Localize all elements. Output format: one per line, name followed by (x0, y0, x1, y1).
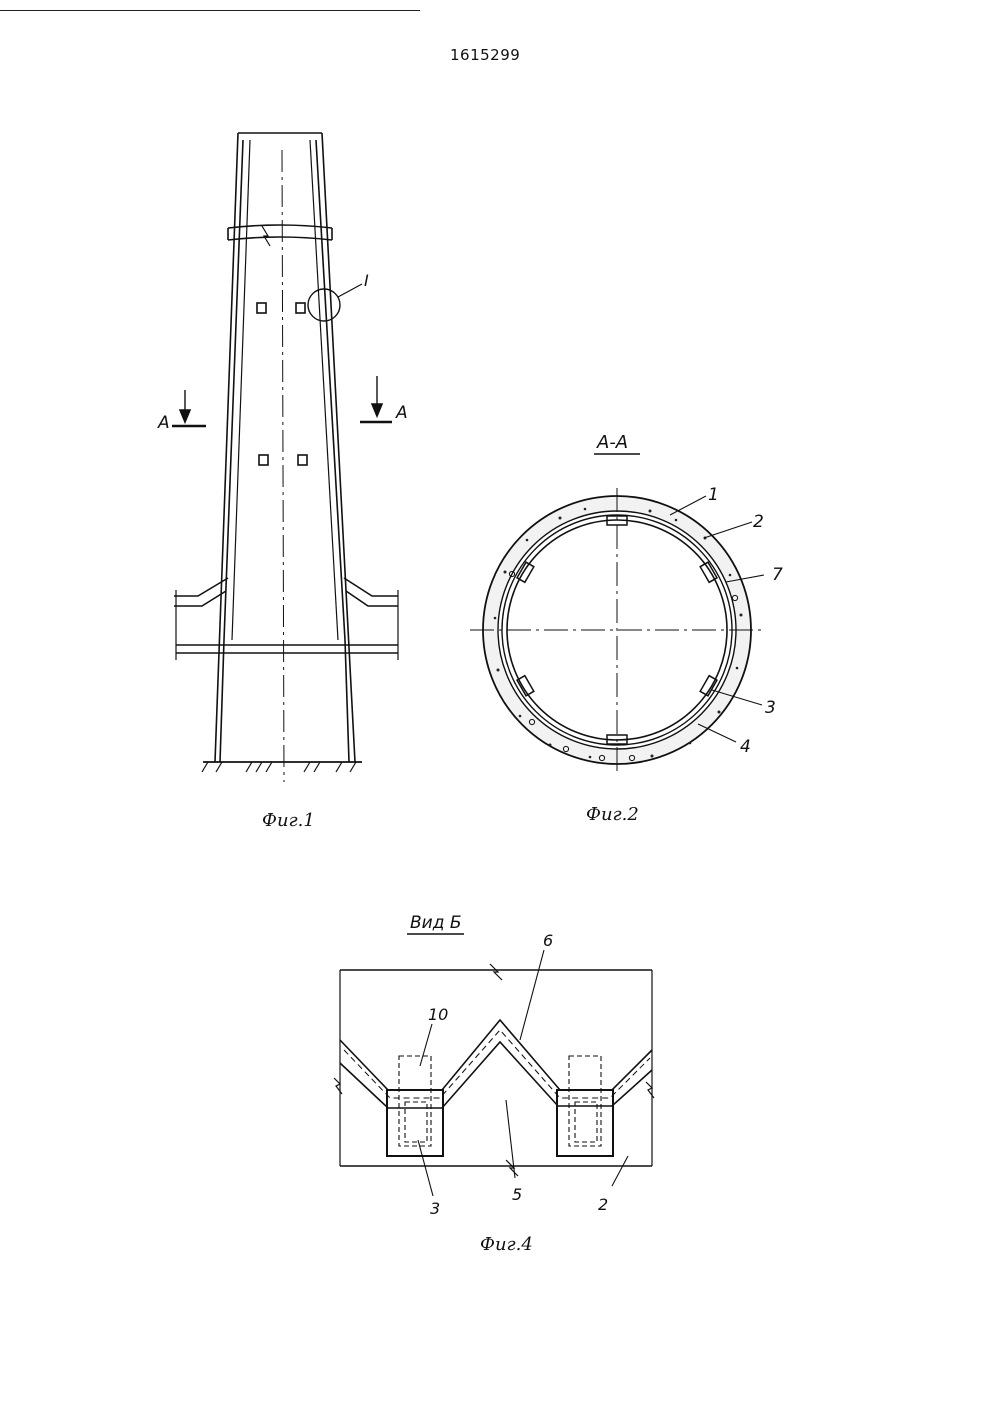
fig1-opening (295, 302, 306, 314)
fig2-anchor (516, 674, 535, 697)
fig4-break-right (645, 1081, 655, 1099)
fig1-section-label-right: A (395, 403, 408, 423)
fig2-caption: Фиг.2 (586, 804, 639, 825)
fig2-title: A-A (596, 432, 628, 453)
fig1-arrowhead-right (370, 403, 384, 419)
fig1-right-wall-inner (315, 139, 346, 641)
fig2-callout-1: 1 (708, 485, 719, 505)
patent-number: 1615299 (450, 46, 521, 64)
fig2-anchor (606, 515, 628, 526)
fig4-callout-5: 5 (512, 1185, 522, 1204)
fig4-callout-10: 10 (428, 1005, 448, 1024)
fig1-left-lower-wall (219, 639, 225, 763)
fig2-callout-3: 3 (765, 698, 776, 718)
fig1-break-zigzag (261, 225, 271, 247)
fig1-break-line-top (227, 224, 333, 229)
fig1-left-wall-inner (223, 139, 244, 641)
fig1-opening (258, 454, 269, 466)
fig4-callout-2: 2 (598, 1195, 608, 1214)
fig2-callout-2: 2 (753, 512, 764, 532)
fig4-leaders (417, 949, 629, 1197)
fig1-arrowhead-left (178, 409, 192, 425)
fig4-callout-3: 3 (430, 1199, 440, 1218)
fig1-left-wall-outer (214, 132, 239, 763)
fig4-break-top (489, 963, 503, 981)
fig2-section (470, 488, 766, 776)
fig1-opening (256, 302, 267, 314)
fig2-callout-4: 4 (740, 737, 751, 757)
fig1-opening (297, 454, 308, 466)
fig1-left-duct-inner (174, 590, 227, 607)
fig4-view (333, 949, 655, 1197)
fig2-anchor (699, 561, 718, 584)
fig1-caption: Фиг.1 (262, 810, 315, 831)
fig1-right-duct-inner (345, 590, 398, 607)
fig4-reinforcement (343, 1029, 651, 1099)
fig1-centre-line (281, 149, 285, 783)
fig4-anchor-block-left (386, 1089, 444, 1157)
fig4-caption: Фиг.4 (480, 1234, 533, 1255)
fig1-detail-label: I (364, 271, 369, 290)
fig4-anchor-block-right (556, 1089, 614, 1157)
fig1-chimney (172, 132, 399, 783)
fig1-break-line-bottom (227, 236, 333, 241)
fig2-anchor (516, 561, 535, 584)
top-border-line (0, 10, 420, 11)
fig1-right-lining (309, 139, 339, 641)
fig1-right-duct-top (343, 577, 398, 597)
fig2-anchor (606, 734, 628, 745)
fig2-anchors (516, 515, 718, 745)
fig4-callout-6: 6 (543, 931, 553, 950)
fig1-left-lining (231, 139, 251, 641)
fig4-title: Вид Б (410, 913, 462, 933)
fig2-anchor (699, 674, 718, 697)
fig2-aggregate-dots (493, 507, 743, 759)
fig4-zigzag-outer (339, 1018, 653, 1091)
fig2-callout-7: 7 (772, 565, 783, 585)
fig4-anchor-dashed (398, 1055, 602, 1147)
fig1-left-duct-top (174, 577, 229, 597)
fig1-detail-leader (337, 283, 363, 298)
fig1-ground-hatch (201, 761, 357, 773)
fig1-right-lower-wall (344, 639, 350, 763)
fig1-detail-circle (307, 288, 341, 322)
fig4-break-bottom (505, 1159, 519, 1177)
fig4-break-left (333, 1077, 343, 1095)
fig2-leaders (669, 495, 765, 743)
fig1-section-label-left: A (157, 413, 170, 433)
fig2-aggregate-rings (508, 570, 739, 762)
fig1-right-wall-outer (321, 132, 356, 763)
